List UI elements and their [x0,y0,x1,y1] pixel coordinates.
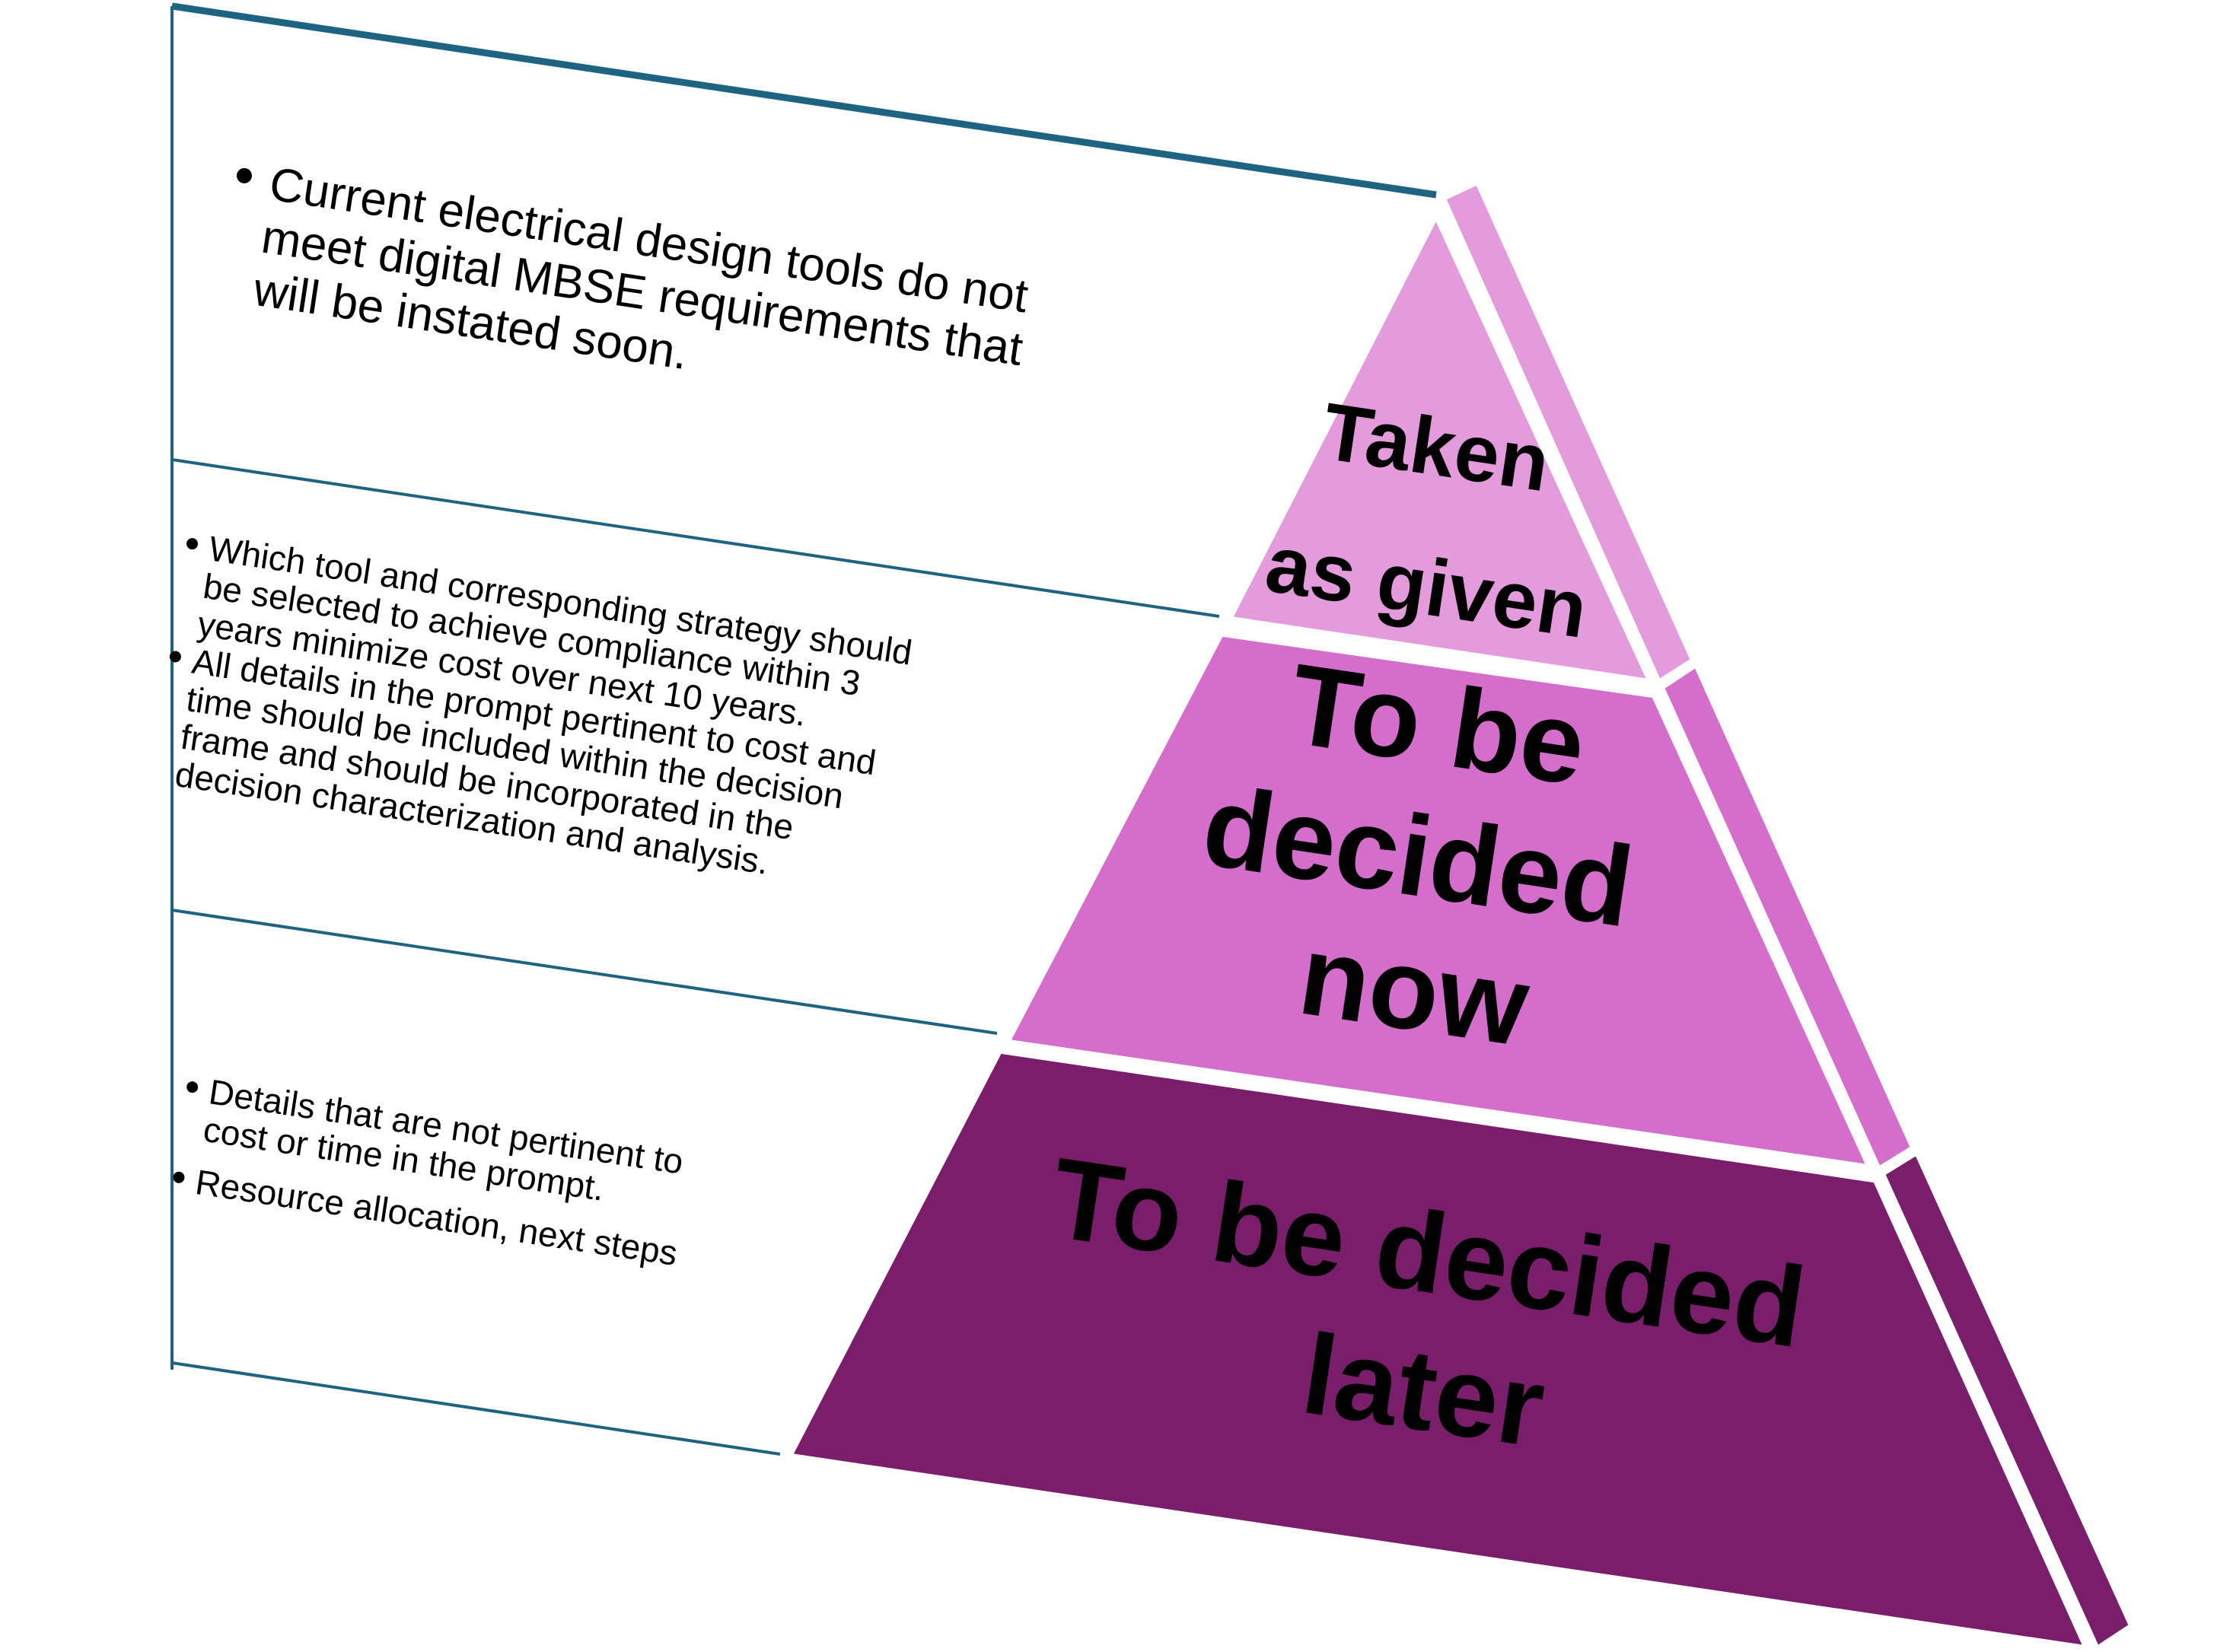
pyramid-sides [1438,177,2136,1652]
tier-labels: Taken as given To be decided now To be d… [1043,387,1813,1472]
bullets-middle: Which tool and corresponding strategy sh… [169,528,915,882]
frame-top-line [171,2,1437,199]
bullets-bottom: Details that are not pertinent to cost o… [173,1071,686,1273]
frame-divider-1 [171,458,1220,618]
frame-lines [170,2,1437,1456]
side-face-top [1438,177,1698,687]
bullet-dot [236,167,252,183]
bullet-item-text: Current electrical design tools do not m… [250,158,1047,431]
frame-bottom-line [171,1361,781,1456]
tier-bottom-shape [785,1046,2091,1652]
bullet-dot [186,1081,199,1093]
side-face-bottom [1878,1147,2136,1652]
bullets-top: Current electrical design tools do not m… [236,158,1047,431]
tier-middle-shape [1002,629,1875,1172]
bullet-dot [173,1171,185,1183]
bullet-dot [169,651,181,663]
frame-divider-2 [171,909,998,1035]
pyramid-front [785,210,2091,1652]
side-face-middle [1657,660,1918,1174]
bullet-texts: Current electrical design tools do not m… [169,158,1047,1273]
tier-top-shape [1225,210,1655,686]
bullet-dot [186,538,199,550]
